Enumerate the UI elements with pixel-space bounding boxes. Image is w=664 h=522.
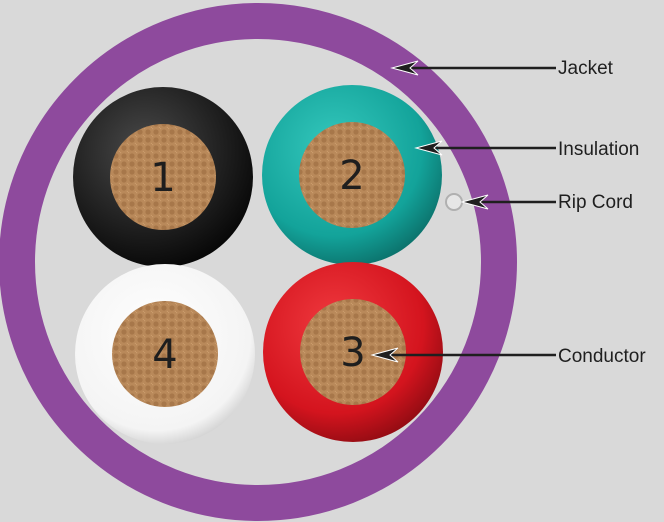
callout-jacket-label: Jacket [558,58,614,79]
conductor-1-number: 1 [150,155,175,201]
callout-jacket: Jacket [390,58,614,79]
conductor-4-number: 4 [152,332,177,378]
callout-insulation-label: Insulation [558,139,639,160]
jacket-ring [0,3,517,521]
callout-conductor: Conductor [370,346,646,367]
conductor-1: 1 [73,87,253,267]
callout-conductor-arrowhead [370,347,399,363]
conductor-4-core [112,301,218,407]
callout-conductor-label: Conductor [558,346,646,367]
conductor-4: 4 [75,264,255,444]
conductor-1-core [110,124,216,230]
callout-rip-cord-arrowhead [460,194,489,210]
callout-rip-cord-label: Rip Cord [558,192,633,213]
conductor-2-number: 2 [339,153,364,199]
rip-cord [445,193,463,211]
conductor-3: 3 [263,262,443,442]
callout-rip-cord: Rip Cord [460,192,633,213]
conductor-3-number: 3 [340,330,365,376]
callout-insulation: Insulation [414,139,639,160]
callout-insulation-arrowhead [414,140,443,156]
conductor-2: 2 [262,85,442,265]
conductor-2-core [299,122,405,228]
conductor-3-core [300,299,406,405]
callout-jacket-arrowhead [390,60,419,76]
